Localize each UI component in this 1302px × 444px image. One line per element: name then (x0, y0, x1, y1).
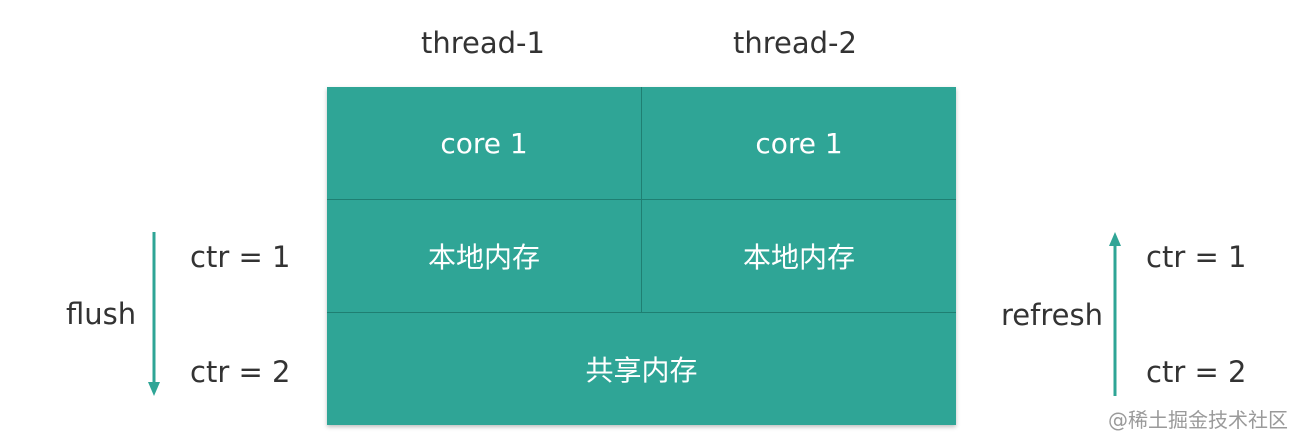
flush-label: flush (66, 297, 137, 331)
watermark-text: @稀土掘金技术社区 (1108, 408, 1288, 432)
right-ctr-top: ctr = 1 (1146, 240, 1247, 274)
grid-divider-row-1 (327, 199, 956, 200)
memory-grid: core 1 core 1 本地内存 本地内存 共享内存 (327, 87, 956, 425)
right-ctr-bottom: ctr = 2 (1146, 355, 1247, 389)
local-memory-cell-left: 本地内存 (427, 241, 540, 274)
local-memory-cell-right: 本地内存 (742, 241, 855, 274)
core-cell-left: core 1 (440, 126, 528, 160)
core-cell-right: core 1 (755, 126, 843, 160)
thread-1-label: thread-1 (421, 26, 545, 60)
refresh-up-arrow-icon (1109, 232, 1121, 396)
left-ctr-top: ctr = 1 (190, 240, 291, 274)
left-ctr-bottom: ctr = 2 (190, 355, 291, 389)
flush-down-arrow-icon (148, 232, 160, 396)
shared-memory-cell: 共享内存 (585, 354, 698, 387)
thread-2-label: thread-2 (733, 26, 857, 60)
grid-divider-row-2 (327, 312, 956, 313)
refresh-label: refresh (1001, 298, 1103, 332)
